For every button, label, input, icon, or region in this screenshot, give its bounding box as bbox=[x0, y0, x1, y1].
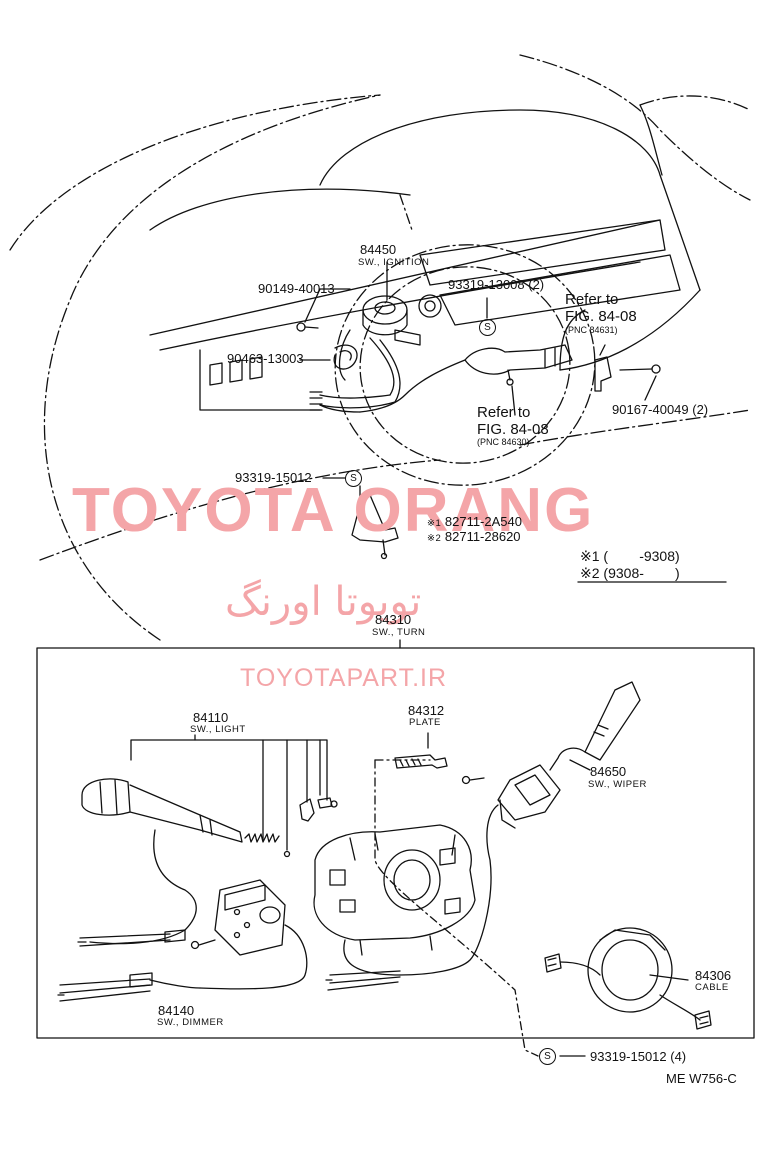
ref-1-fig: FIG. 84-08 bbox=[565, 308, 637, 325]
wiper-switch-drawing bbox=[399, 681, 641, 976]
ref-1-pnc: (PNC 84631) bbox=[565, 325, 618, 335]
watermark-farsi: تویوتا اورنگ bbox=[225, 579, 422, 625]
label-ignition-name: SW., IGNITION bbox=[358, 257, 430, 268]
legend-mark-1: ※1 bbox=[580, 548, 600, 564]
assembly-frame bbox=[36, 647, 755, 1039]
spiral-cable-drawing bbox=[544, 927, 712, 1030]
label-90463-13003: 90463-13003 bbox=[227, 351, 304, 366]
label-93319-15012-4: 93319-15012 (4) bbox=[590, 1049, 687, 1064]
label-bracket-2: ※2 82711-28620 bbox=[427, 530, 521, 544]
legend-text-1: ( -9308) bbox=[603, 548, 680, 564]
label-84306: 84306 bbox=[695, 968, 732, 983]
label-84110: 84110 bbox=[193, 710, 229, 725]
watermark-url: TOYOTAPART.IR bbox=[240, 664, 448, 692]
label-90149-40013: 90149-40013 bbox=[258, 281, 335, 296]
light-switch-drawing bbox=[77, 778, 338, 947]
label-cable-name: CABLE bbox=[695, 982, 729, 993]
label-84310: 84310 bbox=[375, 612, 412, 627]
bracket-drawing bbox=[351, 494, 399, 560]
label-dimmer-name: SW., DIMMER bbox=[157, 1017, 224, 1028]
label-84312: 84312 bbox=[408, 703, 445, 718]
ignition-switch-drawing bbox=[296, 294, 442, 411]
legend-row-2: ※2 (9308- ) bbox=[580, 566, 680, 580]
label-90167-40049: 90167-40049 (2) bbox=[612, 402, 709, 417]
label-93319-15012: 93319-15012 bbox=[235, 470, 312, 485]
ref-1-label: Refer to bbox=[565, 291, 619, 308]
bracket-1-pn: 82711-2A540 bbox=[444, 514, 522, 529]
label-wiper-name: SW., WIPER bbox=[588, 779, 647, 790]
label-bracket-1: ※1 82711-2A540 bbox=[427, 515, 522, 529]
legend-mark-2: ※2 bbox=[580, 565, 600, 581]
plate-drawing bbox=[394, 754, 485, 785]
ref-2-fig: FIG. 84-08 bbox=[477, 421, 549, 438]
s-mark-3: S bbox=[539, 1048, 556, 1065]
label-plate-name: PLATE bbox=[409, 717, 441, 728]
dimmer-switch-drawing bbox=[57, 879, 308, 1002]
legend-text-2: (9308- ) bbox=[603, 565, 680, 581]
combination-switch-upper bbox=[319, 344, 661, 413]
ref-2-pnc: (PNC 84630) bbox=[477, 437, 530, 447]
s-mark-1: S bbox=[479, 319, 496, 336]
label-light-name: SW., LIGHT bbox=[190, 724, 246, 735]
bracket-2-pn: 82711-28620 bbox=[444, 529, 521, 544]
steering-wheel-outline bbox=[334, 244, 596, 486]
label-84650: 84650 bbox=[590, 764, 627, 779]
mark-1: ※1 bbox=[427, 518, 442, 529]
diagram-code: ME W756-C bbox=[666, 1071, 737, 1086]
label-93319-13008: 93319-13008 (2) bbox=[448, 277, 545, 292]
ref-2-label: Refer to bbox=[477, 404, 531, 421]
turn-switch-body-drawing bbox=[313, 824, 476, 991]
leader-lines-lower bbox=[130, 639, 689, 1057]
label-84450: 84450 bbox=[360, 242, 397, 257]
mark-2: ※2 bbox=[427, 533, 442, 544]
label-turn-name: SW., TURN bbox=[372, 627, 426, 638]
legend-row-1: ※1 ( -9308) bbox=[580, 549, 680, 563]
leader-lines-upper bbox=[299, 261, 657, 501]
s-mark-2: S bbox=[345, 470, 362, 487]
watermark-main: TOYOTA ORANG bbox=[72, 476, 595, 545]
label-84140: 84140 bbox=[158, 1003, 195, 1018]
